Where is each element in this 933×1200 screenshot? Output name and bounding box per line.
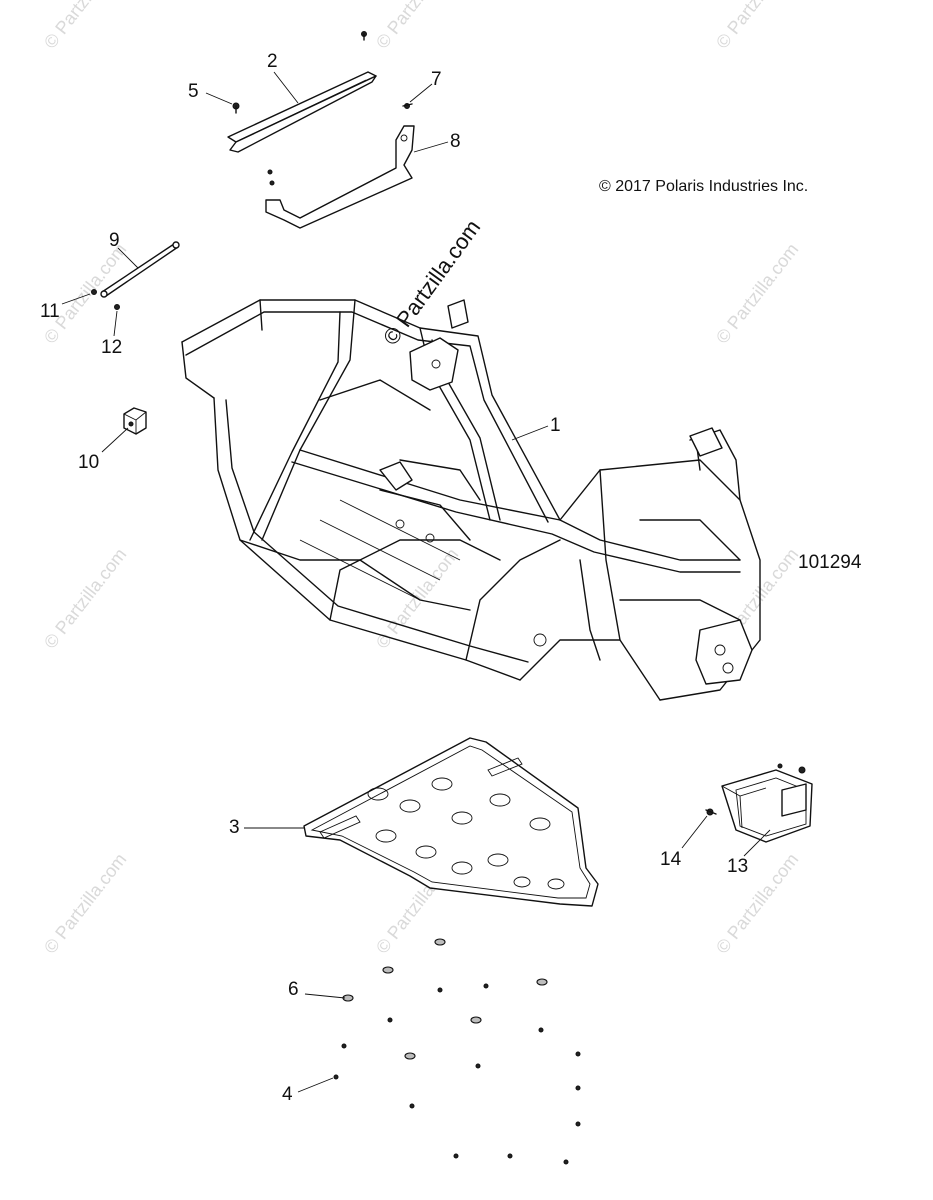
part-14-bolt bbox=[705, 808, 717, 816]
part-7-bolt bbox=[402, 103, 413, 109]
part-5-bolt bbox=[232, 102, 240, 114]
callout-12: 12 bbox=[101, 337, 123, 358]
leader-lines bbox=[61, 71, 771, 1093]
part-13-hitch-bracket bbox=[721, 763, 813, 843]
callout-14: 14 bbox=[660, 849, 682, 870]
part-10-block bbox=[123, 407, 147, 435]
callout-2: 2 bbox=[267, 51, 278, 72]
part-8-bracket bbox=[265, 125, 415, 229]
callout-4: 4 bbox=[282, 1084, 293, 1105]
callout-9: 9 bbox=[109, 230, 120, 251]
callout-11: 11 bbox=[40, 301, 60, 322]
part-1-frame bbox=[181, 299, 761, 701]
callout-5: 5 bbox=[188, 81, 199, 102]
part-3-skid-plate bbox=[303, 737, 599, 907]
figure-number: 101294 bbox=[798, 552, 862, 573]
part-9-rod bbox=[91, 241, 180, 310]
callout-7: 7 bbox=[431, 69, 442, 90]
callout-8: 8 bbox=[450, 131, 461, 152]
callout-3: 3 bbox=[229, 817, 240, 838]
copyright-notice: © 2017 Polaris Industries Inc. bbox=[599, 178, 809, 195]
fastener-group bbox=[333, 938, 581, 1165]
callout-13: 13 bbox=[727, 856, 749, 877]
part-2-rail bbox=[227, 71, 377, 153]
callout-1: 1 bbox=[550, 415, 561, 436]
fastener bbox=[361, 31, 367, 41]
callout-6: 6 bbox=[288, 979, 299, 1000]
callout-10: 10 bbox=[78, 452, 100, 473]
